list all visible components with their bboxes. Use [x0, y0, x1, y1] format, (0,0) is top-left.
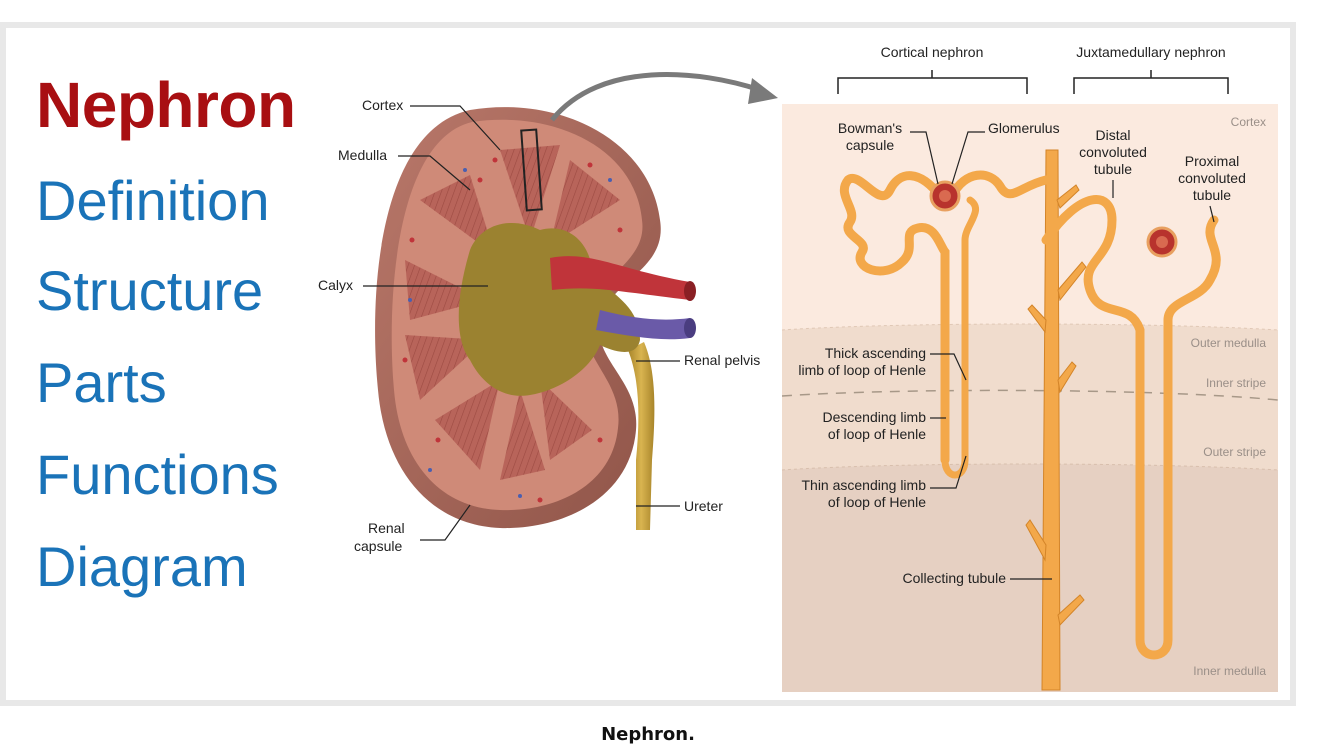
label-renal-pelvis: Renal pelvis	[684, 352, 760, 368]
label-proximal-2: convoluted	[1178, 170, 1246, 186]
zone-inner-medulla	[782, 464, 1278, 692]
headline-title: Nephron	[36, 69, 296, 141]
label-bowmans-2: capsule	[846, 137, 894, 153]
topic-parts: Parts	[36, 351, 167, 414]
zone-label-cortex: Cortex	[1231, 115, 1266, 129]
zone-label-outer-medulla: Outer medulla	[1191, 336, 1267, 350]
label-glomerulus: Glomerulus	[988, 120, 1060, 136]
nephron-location-box	[520, 128, 543, 212]
label-thin-ascending-1: Thin ascending limb	[801, 477, 926, 493]
renal-pelvis-shape	[458, 222, 640, 396]
label-proximal-1: Proximal	[1185, 153, 1239, 169]
label-calyx: Calyx	[318, 277, 353, 293]
label-distal-1: Distal	[1095, 127, 1130, 143]
zone-label-inner-medulla: Inner medulla	[1193, 664, 1266, 678]
zone-label-outer-stripe: Outer stripe	[1203, 445, 1266, 459]
figure-caption: Nephron.	[601, 724, 695, 745]
nephron-diagram: Cortex Medulla Calyx Renal pelvis Ureter…	[318, 44, 1279, 692]
label-bowmans-1: Bowman's	[838, 120, 902, 136]
label-thin-ascending-2: of loop of Henle	[828, 494, 926, 510]
label-thick-ascending-2: limb of loop of Henle	[798, 362, 926, 378]
kidney-illustration	[375, 72, 778, 530]
label-descending-1: Descending limb	[823, 409, 927, 425]
renal-vein	[596, 310, 690, 340]
figure-frame: Nephron Definition Structure Parts Funct…	[0, 22, 1296, 706]
label-thick-ascending-1: Thick ascending	[825, 345, 926, 361]
label-cortex: Cortex	[362, 97, 403, 113]
label-distal-2: convoluted	[1079, 144, 1147, 160]
label-collecting-tubule: Collecting tubule	[902, 570, 1006, 586]
label-distal-3: tubule	[1094, 161, 1132, 177]
zone-label-inner-stripe: Inner stripe	[1206, 376, 1266, 390]
ureter-tube	[628, 342, 655, 530]
nephron-panel	[781, 70, 1279, 692]
zoom-arrow	[550, 72, 761, 122]
label-ureter: Ureter	[684, 498, 723, 514]
label-juxtamedullary-nephron: Juxtamedullary nephron	[1076, 44, 1225, 60]
label-cortical-nephron: Cortical nephron	[881, 44, 984, 60]
collecting-duct	[1025, 149, 1087, 691]
label-descending-2: of loop of Henle	[828, 426, 926, 442]
topic-definition: Definition	[36, 169, 270, 232]
topic-functions: Functions	[36, 443, 279, 506]
label-proximal-3: tubule	[1193, 187, 1231, 203]
renal-pyramids	[405, 145, 620, 480]
label-renal-capsule-1: Renal	[368, 520, 405, 536]
figure-canvas: Nephron Definition Structure Parts Funct…	[6, 28, 1290, 700]
label-medulla: Medulla	[338, 147, 387, 163]
cortical-tubule	[839, 171, 950, 465]
topic-diagram: Diagram	[36, 535, 248, 598]
juxtamedullary-tubule	[1041, 195, 1221, 660]
label-renal-capsule-2: capsule	[354, 538, 402, 554]
topic-structure: Structure	[36, 259, 264, 322]
renal-artery	[550, 256, 690, 300]
